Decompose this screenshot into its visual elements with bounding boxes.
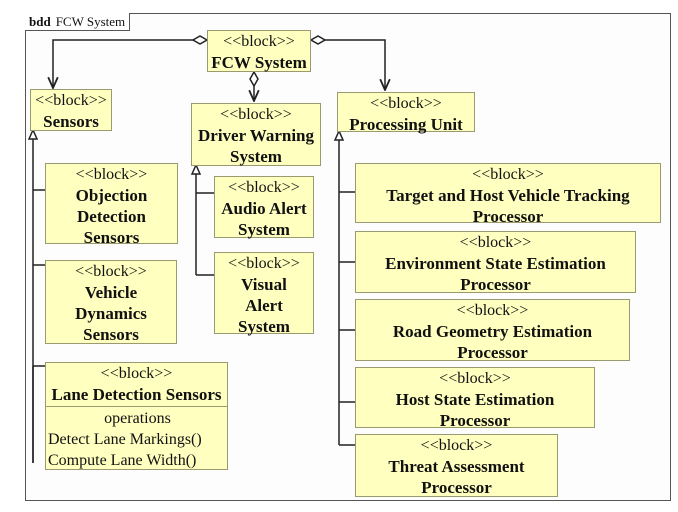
stereotype: <<block>> [439,370,511,387]
gen-head-pu [333,129,345,141]
frame-label: bdd FCW System [25,13,131,31]
stereotype: <<block>> [459,234,532,251]
block-driver-warning-system[interactable]: <<block>> Driver Warning System [191,103,321,166]
stereotype: <<block>> [420,437,493,454]
gen-to-lds [32,365,46,463]
stereotype: <<block>> [220,106,292,123]
block-name: Lane Detection Sensors [51,385,222,404]
stereotype: <<block>> [472,166,544,183]
stereotype: <<block>> [100,365,173,382]
stereotype: <<block>> [228,255,300,272]
block-environment-state-estimation-processor[interactable]: <<block>> Environment State Estimation P… [355,231,636,294]
block-sensors[interactable]: <<block>> Sensors [30,89,112,131]
block-name: Host State Estimation Processor [395,390,555,430]
frame-title: FCW System [55,14,126,29]
diamond-fcw-pu [309,35,327,45]
block-name: Audio Alert System [221,199,307,239]
stereotype: <<block>> [75,166,148,183]
gen-head-dws [190,163,202,175]
block-name: Road Geometry Estimation Processor [392,322,593,362]
block-name: FCW System [211,53,307,72]
block-vehicle-dynamics-sensors[interactable]: <<block>> Vehicle Dynamics Sensors [45,260,177,344]
block-threat-assessment-processor[interactable]: <<block>> Threat Assessment Processor [355,434,558,497]
block-name: Environment State Estimation Processor [385,254,606,294]
composition-fcw-pu [325,39,385,90]
gen-head-sensors [27,128,39,140]
block-lane-detection-sensors[interactable]: <<block>> Lane Detection Sensors operati… [45,362,228,470]
block-name: Driver Warning System [198,126,315,166]
composition-fcw-sensors [53,39,193,88]
operations-title: operations [104,410,171,427]
diamond-fcw-sensors [191,35,209,45]
stereotype: <<block>> [35,92,107,109]
block-target-host-vehicle-tracking-processor[interactable]: <<block>> Target and Host Vehicle Tracki… [355,163,661,226]
block-host-state-estimation-processor[interactable]: <<block>> Host State Estimation Processo… [355,367,595,430]
block-processing-unit[interactable]: <<block>> Processing Unit [337,92,475,134]
stereotype: <<block>> [456,302,529,319]
stereotype: <<block>> [370,95,442,112]
stereotype: <<block>> [228,179,300,196]
operation[interactable]: Compute Lane Width() [48,452,197,469]
frame-kind: bdd [29,14,51,29]
block-name: Target and Host Vehicle Tracking Process… [386,186,630,226]
operation[interactable]: Detect Lane Markings() [48,431,202,448]
block-name: Sensors [43,112,99,131]
block-audio-alert-system[interactable]: <<block>> Audio Alert System [214,176,314,239]
block-name: Threat Assessment Processor [388,457,525,497]
block-name: Objection Detection Sensors [75,186,148,247]
operations-compartment: operations Detect Lane Markings() Comput… [46,406,227,471]
stereotype: <<block>> [75,263,147,280]
block-objection-detection-sensors[interactable]: <<block>> Objection Detection Sensors [45,163,178,247]
block-name: Vehicle Dynamics Sensors [75,283,147,344]
block-fcw-system[interactable]: <<block>> FCW System [207,30,311,72]
block-name: Processing Unit [349,115,463,134]
block-name: Visual Alert System [238,275,290,336]
block-road-geometry-estimation-processor[interactable]: <<block>> Road Geometry Estimation Proce… [355,299,630,362]
stereotype: <<block>> [223,33,295,50]
diamond-fcw-dws [249,70,259,88]
block-visual-alert-system[interactable]: <<block>> Visual Alert System [214,252,314,336]
